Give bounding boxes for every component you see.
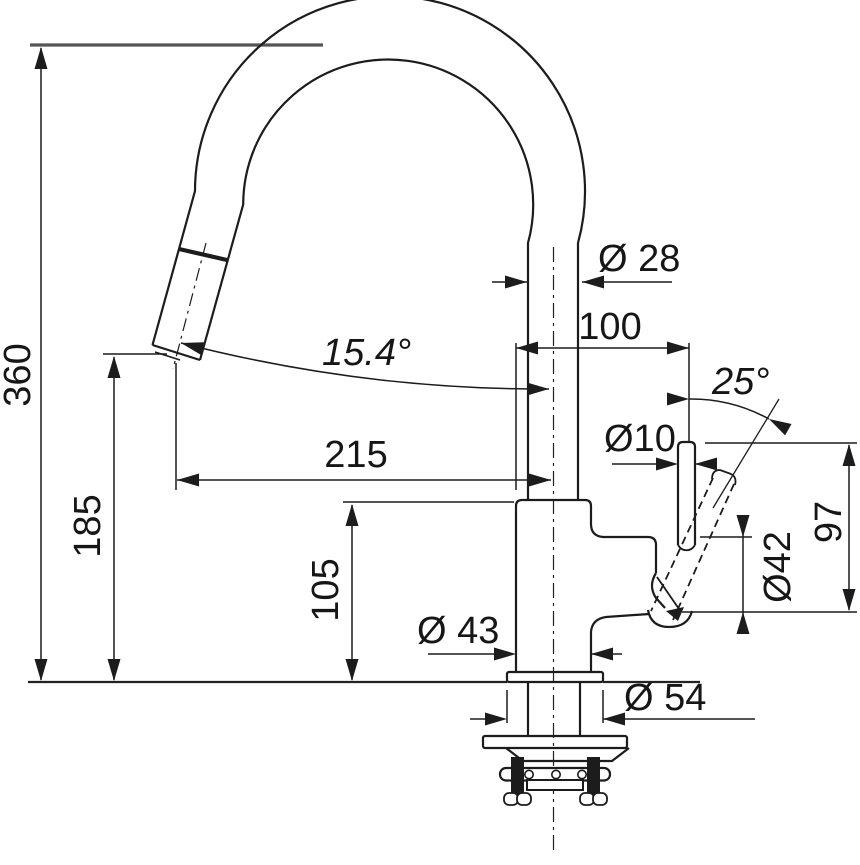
handle-lever-base-curve	[677, 544, 696, 552]
mounting-flange-taper	[505, 747, 630, 763]
dim-spout-tube-diameter: Ø 28	[492, 238, 680, 289]
bracket-hole-2	[550, 769, 561, 780]
dim-label-handle-tilt-angle: 25°	[711, 361, 769, 403]
dim-label-base-height: 105	[305, 558, 347, 621]
spout-outer-edge	[151, 0, 587, 500]
faucet-outline	[151, 0, 737, 806]
mounting-hardware	[481, 734, 630, 806]
dim-body-diameter: Ø 43	[417, 610, 622, 661]
dim-handle-offset: 100	[515, 306, 690, 490]
dim-total-height: 360	[0, 47, 48, 681]
spray-head-axis-centerline	[172, 242, 207, 370]
escutcheon-flange	[505, 670, 605, 684]
body-top-edge	[514, 498, 593, 507]
dim-handle-body-diameter: Ø42	[700, 515, 799, 634]
dim-label-base-flange-diameter: Ø 54	[624, 677, 706, 719]
dimension-lines: 360 185 105 215 Ø 28	[0, 47, 857, 726]
dim-label-total-height: 360	[0, 343, 39, 406]
dim-handle-tilt-angle: 25°	[667, 361, 792, 509]
shank-tube	[526, 682, 582, 736]
dim-label-spout-tilt-angle: 15.4°	[322, 332, 411, 374]
dim-lever-diameter: Ø10	[604, 418, 717, 471]
dim-label-body-diameter: Ø 43	[417, 610, 499, 652]
lever-end-cap	[711, 469, 737, 486]
dim-spout-reach: 215	[175, 363, 551, 490]
wing-nut-right-b	[592, 792, 608, 806]
body-port-underside	[589, 612, 650, 633]
dim-label-handle-offset: 100	[578, 306, 641, 348]
handle-joint	[646, 572, 694, 629]
joint-wedge-detail	[666, 607, 684, 621]
joint-diagonal-line	[656, 576, 680, 610]
wing-nut-left-a	[503, 792, 519, 806]
dim-handle-height: 97	[682, 442, 857, 613]
mounting-flange	[481, 734, 629, 750]
bracket-hole-1	[523, 769, 534, 780]
wing-nut-right-a	[579, 792, 595, 806]
handle-lever-tilted-dashed	[650, 469, 737, 621]
spout-inner-edge	[198, 58, 535, 500]
lever-dashed-left	[650, 477, 714, 612]
dim-spout-outlet-height: 185	[67, 353, 167, 681]
dim-base-height: 105	[305, 501, 514, 681]
reference-lines	[28, 43, 700, 855]
body-right-edge-port-top	[589, 506, 658, 573]
dim-label-handle-height: 97	[808, 501, 850, 543]
dim-label-lever-diameter: Ø10	[604, 418, 676, 460]
dim-base-flange-diameter: Ø 54	[470, 677, 755, 726]
joint-ball-left-edge	[650, 572, 666, 609]
threaded-rod-left	[511, 757, 524, 795]
dim-label-handle-body-diameter: Ø42	[757, 531, 799, 603]
wing-nuts	[503, 792, 608, 806]
dim-label-spout-outlet-height: 185	[67, 494, 109, 557]
dim-label-spout-reach: 215	[324, 434, 387, 476]
dim-spout-tilt-angle: 15.4°	[180, 332, 550, 396]
wing-nut-left-b	[516, 792, 532, 806]
threaded-rod-right	[587, 757, 600, 795]
joint-ball-bottom	[646, 609, 694, 629]
dim-label-spout-tube-diameter: Ø 28	[598, 238, 680, 280]
bracket-hole-3	[576, 769, 587, 780]
spacer-plate	[526, 779, 584, 791]
lever-dashed-right	[672, 483, 735, 621]
spray-head-outlet-face	[152, 343, 201, 362]
handle-lever-up	[676, 440, 697, 545]
